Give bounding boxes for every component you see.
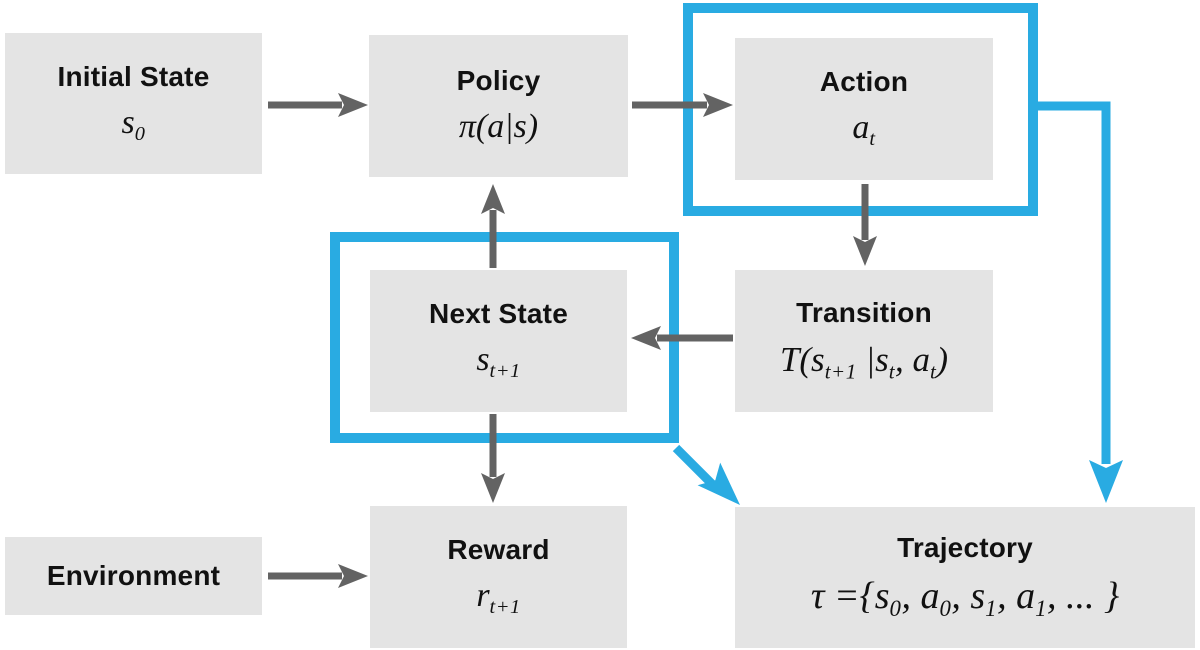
node-environment-label: Environment — [46, 559, 221, 591]
node-initial-state-formula: s0 — [121, 103, 146, 145]
node-reward-formula: rt+1 — [476, 577, 521, 619]
node-transition-label: Transition — [796, 297, 932, 329]
highlight-frame-action — [683, 3, 1038, 216]
node-trajectory: Trajectory τ ={s0, a0, s1, a1, ... } — [735, 507, 1195, 648]
node-action: Action at — [735, 38, 993, 180]
node-trajectory-formula: τ ={s0, a0, s1, a1, ... } — [810, 575, 1120, 622]
node-trajectory-label: Trajectory — [897, 532, 1033, 564]
node-policy-formula: π(a|s) — [458, 107, 539, 145]
node-policy: Policy π(a|s) — [369, 35, 628, 177]
node-next-state-label: Next State — [429, 298, 568, 330]
node-transition: Transition T(st+1 |st, at) — [735, 270, 993, 412]
node-action-formula: at — [852, 109, 876, 151]
node-policy-label: Policy — [456, 64, 541, 96]
arrow-environment-to-reward — [268, 564, 368, 588]
node-next-state-formula: st+1 — [476, 341, 521, 383]
node-environment: Environment — [5, 537, 262, 615]
arrow-action-frame-to-trajectory — [1038, 101, 1123, 503]
node-reward: Reward rt+1 — [370, 506, 627, 648]
node-next-state: Next State st+1 — [370, 270, 627, 412]
node-action-label: Action — [819, 66, 909, 98]
node-initial-state-label: Initial State — [57, 60, 210, 92]
arrow-initial-state-to-policy — [268, 93, 368, 117]
arrow-next-state-frame-to-trajectory — [672, 444, 740, 505]
node-reward-label: Reward — [447, 534, 550, 566]
node-transition-formula: T(st+1 |st, at) — [779, 340, 949, 384]
node-initial-state: Initial State s0 — [5, 33, 262, 174]
